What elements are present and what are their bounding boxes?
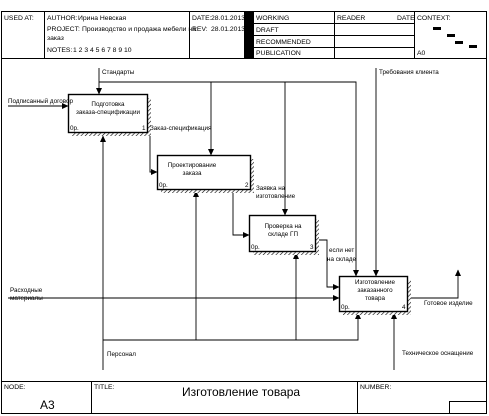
- context-node: A0: [417, 50, 426, 57]
- activity-box-1[interactable]: Подготовка заказа-спецификации 0р. 1: [67, 93, 152, 137]
- arrows: [8, 68, 461, 370]
- activity-2-name-line2: заказа: [182, 170, 202, 177]
- label-if-not-in-stock-line2: на складе: [327, 256, 357, 263]
- label-finished-goods: Готовое изделие: [424, 300, 473, 307]
- status-draft: DRAFT: [256, 27, 279, 34]
- arrow-standards-branch-4: [285, 81, 359, 277]
- label-consumables-line2: материалы: [10, 295, 43, 302]
- activity-3-number: 3: [310, 244, 314, 251]
- arrow-personnel-branch-3: [196, 252, 299, 341]
- activity-1-name-line1: Подготовка: [91, 101, 125, 108]
- node-value: A3: [40, 398, 55, 412]
- label-signed-contract: Подписанный договор: [8, 97, 74, 105]
- rev-label: REV:: [192, 26, 208, 33]
- arrow-labels: Стандарты Подписанный договор Заказ-спец…: [8, 68, 474, 358]
- activity-box-3[interactable]: Проверка на складе ГП 0р. 3: [248, 214, 320, 256]
- author-label: AUTHOR:: [47, 15, 78, 22]
- rev-value: 28.01.2013: [211, 26, 245, 33]
- label-production-request-line2: изготовление: [256, 193, 296, 200]
- activity-2-number: 2: [245, 182, 249, 189]
- label-if-not-in-stock-line1: если нет: [329, 247, 354, 254]
- notes-label: NOTES:: [47, 47, 72, 54]
- status-working: WORKING: [256, 15, 289, 22]
- status-recommended: RECOMMENDED: [256, 39, 311, 46]
- title-label: TITLE:: [94, 384, 115, 391]
- activity-1-number: 1: [142, 125, 146, 132]
- header-block: USED AT: AUTHOR: Ирина Невская PROJECT: …: [1, 11, 487, 59]
- activity-4-number: 4: [402, 304, 406, 311]
- context-label: CONTEXT:: [417, 15, 451, 22]
- author-name: Ирина Невская: [78, 15, 126, 22]
- project-name-line2: заказ: [47, 35, 64, 42]
- used-at-label: USED AT:: [4, 15, 34, 22]
- activity-3-name-line2: складе ГП: [268, 231, 298, 238]
- label-production-request-line1: Заявка на: [256, 185, 286, 192]
- diagram-title: Изготовление товара: [182, 385, 300, 399]
- activity-4-name-line1: Изготовление: [355, 279, 396, 286]
- label-personnel: Персонал: [107, 351, 136, 358]
- date-label: DATE:: [192, 15, 212, 22]
- date-value: 28.01.2013: [211, 15, 245, 22]
- notes-list: 1 2 3 4 5 6 7 8 9 10: [73, 47, 132, 54]
- activity-3-name-line1: Проверка на: [265, 223, 302, 230]
- label-consumables-line1: Расходные: [10, 287, 43, 294]
- page-frame: [1, 11, 487, 414]
- activity-4-name-line3: товара: [365, 295, 386, 302]
- arrow-personnel-branch-2: [103, 190, 199, 341]
- node-label: NODE:: [4, 384, 26, 391]
- activity-2-name-line1: Проектирование: [168, 162, 217, 169]
- label-technical-equipment: Техническое оснащение: [402, 350, 474, 357]
- activity-1-name-line2: заказа-спецификации: [76, 109, 141, 116]
- status-publication: PUBLICATION: [256, 50, 301, 57]
- project-label: PROJECT:: [47, 26, 80, 33]
- activity-4-name-line2: заказанного: [357, 287, 393, 294]
- context-map-icon: [433, 27, 477, 48]
- activity-3-cost: 0р.: [251, 244, 260, 251]
- footer-block: NODE: A3 TITLE: Изготовление товара NUMB…: [1, 381, 487, 414]
- project-name-line1: Производство и продажа мебели на: [82, 25, 196, 33]
- activity-4-cost: 0р.: [341, 304, 350, 311]
- activity-2-cost: 0р.: [159, 182, 168, 189]
- number-label: NUMBER:: [360, 384, 391, 391]
- label-standards: Стандарты: [102, 69, 135, 76]
- reader-date-label: DATE: [397, 15, 415, 22]
- label-order-specification: Заказ-спецификация: [150, 125, 211, 132]
- arrow-finished-goods: [407, 269, 461, 299]
- reader-label: READER: [337, 15, 365, 22]
- activity-box-4[interactable]: Изготовление заказанного товара 0р. 4: [338, 275, 412, 316]
- label-customer-requirements: Требования клиента: [379, 68, 439, 76]
- arrow-personnel-branch-4: [296, 312, 361, 341]
- arrow-if-not-in-stock: [315, 239, 340, 290]
- activity-1-cost: 0р.: [70, 125, 79, 132]
- activity-box-2[interactable]: Проектирование заказа 0р. 2: [156, 154, 255, 194]
